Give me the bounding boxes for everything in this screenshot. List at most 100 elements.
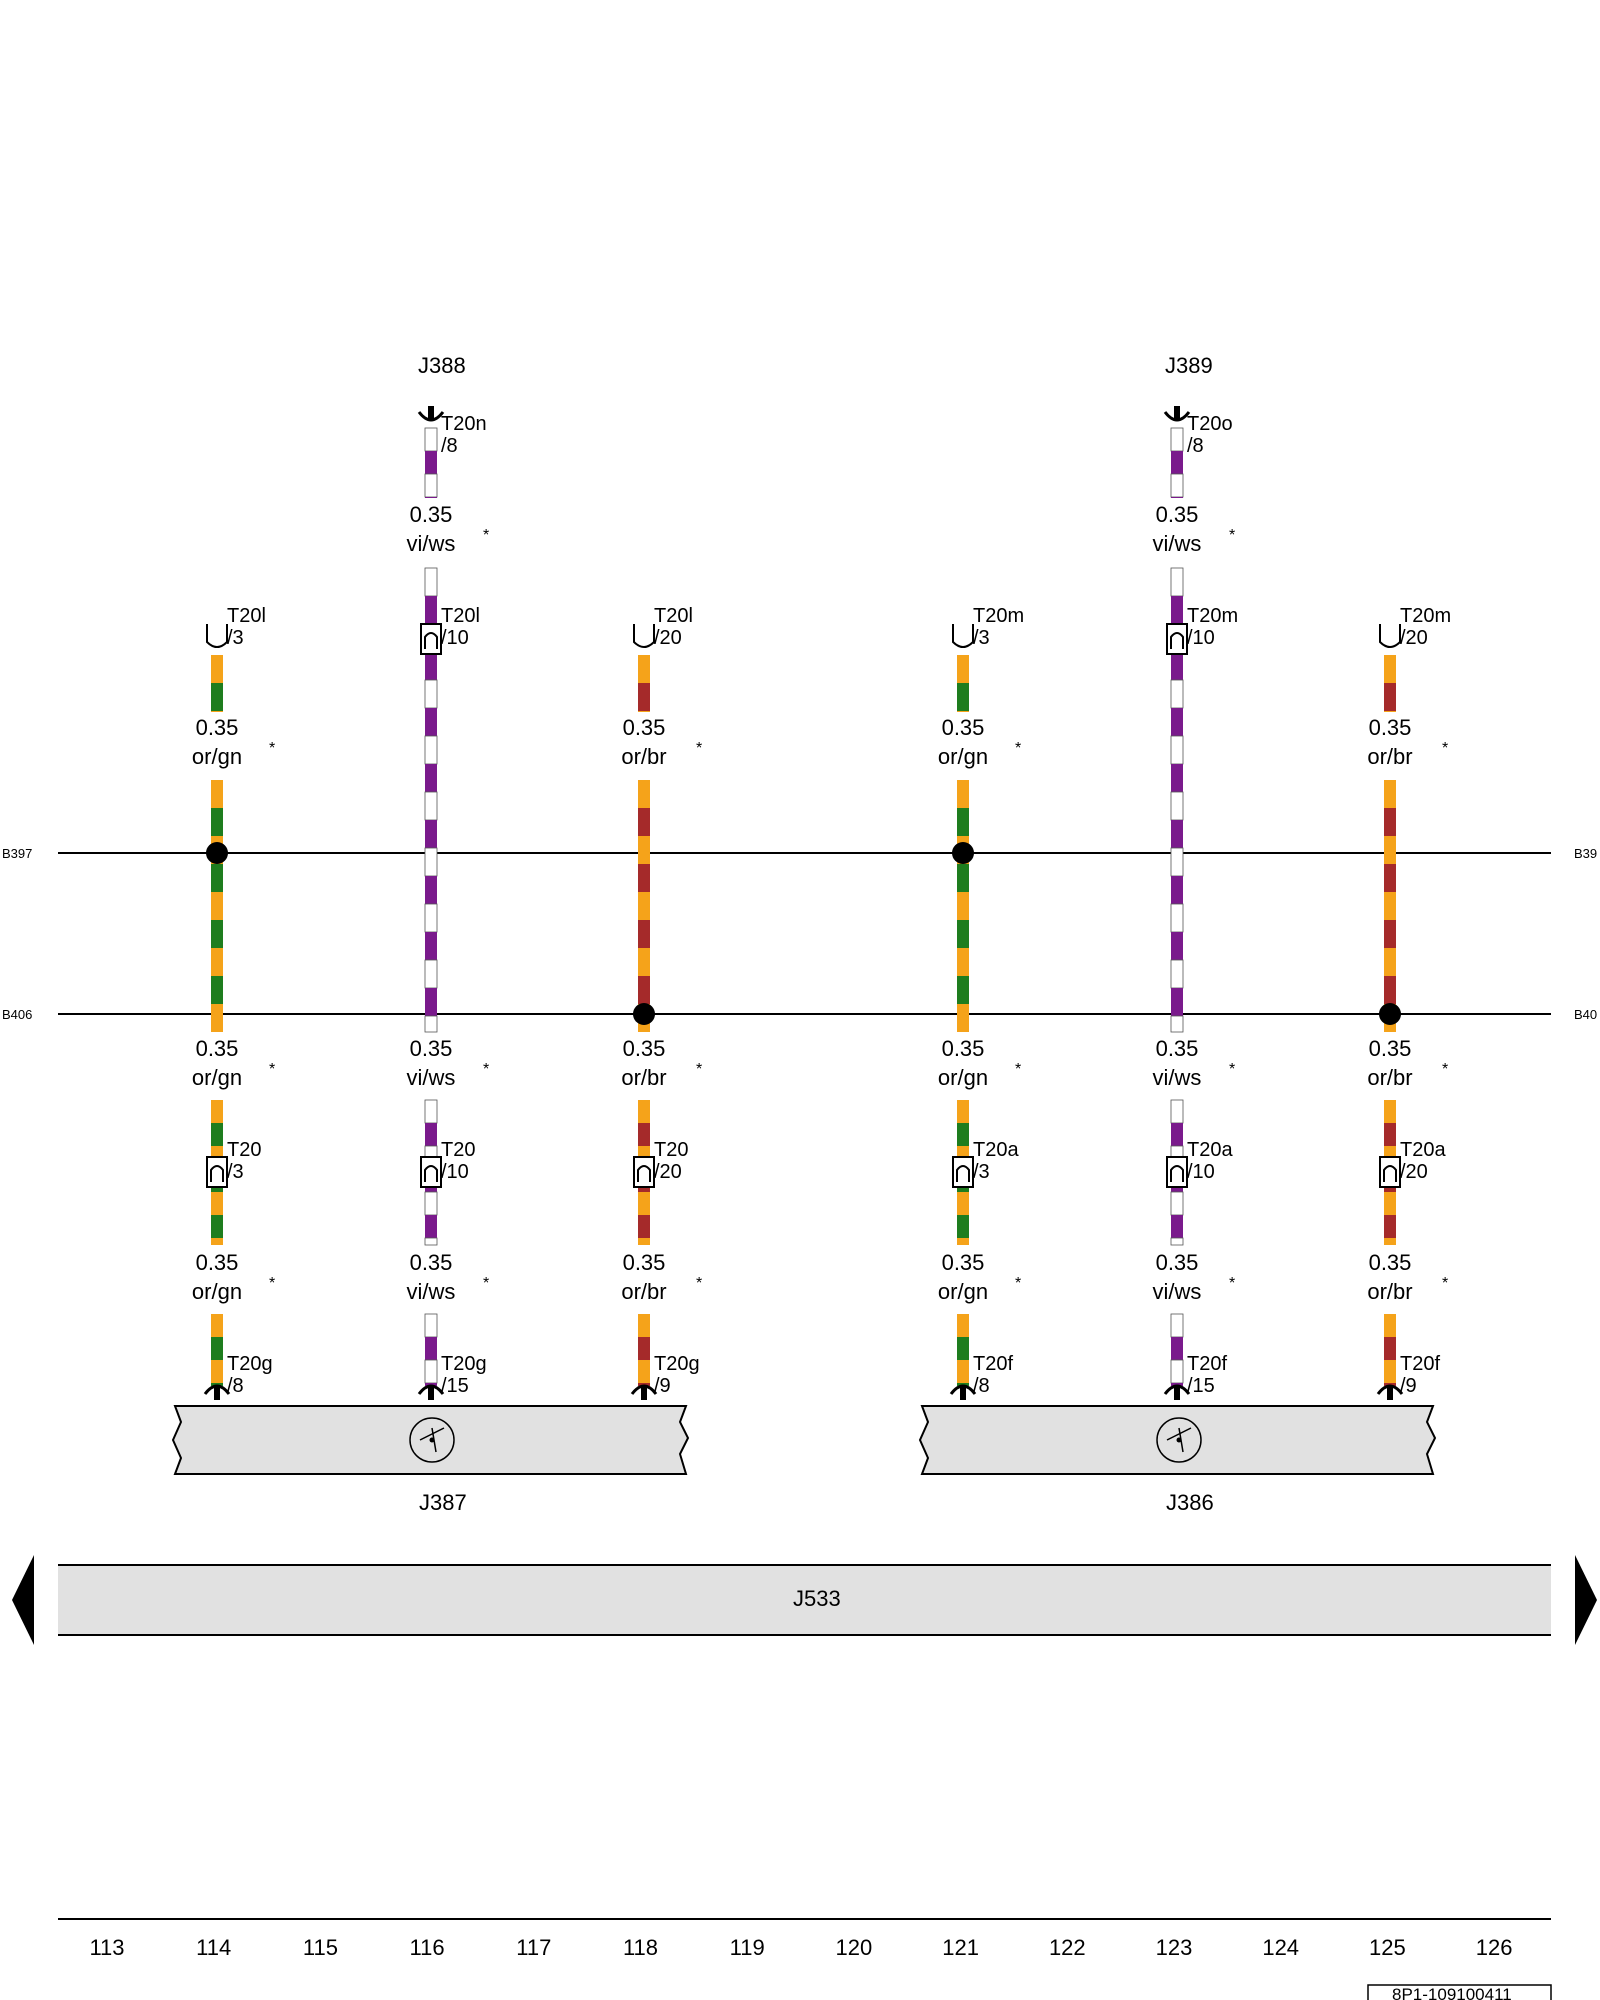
- connector-name: T20f: [1187, 1353, 1227, 1375]
- connector-pin: /15: [441, 1375, 469, 1397]
- connector-label: T20/20: [654, 1139, 688, 1183]
- asterisk-note: *: [1015, 1061, 1021, 1078]
- wire-gauge: 0.35: [1156, 502, 1199, 527]
- connector-name: T20m: [1187, 605, 1238, 627]
- connector-name: T20g: [654, 1353, 700, 1375]
- wire-stripe-main: [1170, 567, 1184, 1033]
- connector-label: T20o/8: [1187, 413, 1233, 457]
- connector-cup-icon: [1379, 624, 1401, 648]
- component-label-j388: J388: [418, 353, 466, 378]
- wire-color-code: or/br: [1367, 1279, 1412, 1304]
- wire-gauge: 0.35: [1369, 1036, 1412, 1061]
- ruler-number: 126: [1476, 1935, 1513, 1960]
- wire-color-code: or/gn: [938, 1065, 988, 1090]
- wire-gauge: 0.35: [410, 1036, 453, 1061]
- connector-pin: /3: [973, 627, 990, 649]
- antenna-symbol-icon: [1156, 1417, 1202, 1463]
- connector-name: T20a: [1187, 1139, 1233, 1161]
- connector-pin: /8: [973, 1375, 990, 1397]
- wire-gauge: 0.35: [623, 1036, 666, 1061]
- arrow-right-icon[interactable]: [1575, 1555, 1597, 1645]
- connector-pin: /20: [1400, 1161, 1428, 1183]
- connector-name: T20l: [654, 605, 693, 627]
- connector-pin: /3: [227, 1161, 244, 1183]
- wire-stripe-top: [957, 655, 969, 712]
- connector-pin: /20: [654, 1161, 682, 1183]
- wire-gauge: 0.35: [1369, 715, 1412, 740]
- ruler-number: 124: [1262, 1935, 1299, 1960]
- wire-stripe-top: [638, 655, 650, 712]
- connector-pin-icon: [206, 1156, 228, 1188]
- wire-stripe-bottom: [638, 1314, 650, 1386]
- asterisk-note: *: [269, 1275, 275, 1292]
- connector-label: T20l/3: [227, 605, 266, 649]
- connector-name: T20g: [227, 1353, 273, 1375]
- connector-label: T20f/9: [1400, 1353, 1440, 1397]
- connector-label: T20g/9: [654, 1353, 700, 1397]
- splice-point: [206, 842, 228, 864]
- connector-name: T20: [227, 1139, 261, 1161]
- bus-label-b406-right: B40: [1574, 1007, 1597, 1022]
- connector-pin-icon: [1166, 1156, 1188, 1188]
- wire-color-code: vi/ws: [407, 1065, 456, 1090]
- asterisk-note: *: [696, 1061, 702, 1078]
- plug-terminal-icon: [417, 406, 445, 422]
- asterisk-note: *: [483, 1061, 489, 1078]
- plug-terminal-icon: [1163, 1384, 1191, 1400]
- arrow-left-icon[interactable]: [12, 1555, 34, 1645]
- wire-gauge: 0.35: [623, 1250, 666, 1275]
- wire-color-code: vi/ws: [407, 1279, 456, 1304]
- connector-pin: /15: [1187, 1375, 1215, 1397]
- connector-pin: /10: [441, 1161, 469, 1183]
- wire-color-code: vi/ws: [1153, 1065, 1202, 1090]
- ruler-number: 113: [89, 1935, 124, 1960]
- wire-stripe-bottom: [1170, 1313, 1184, 1386]
- connector-label: T20a/20: [1400, 1139, 1446, 1183]
- ruler-number: 121: [942, 1935, 979, 1960]
- bus-label-b406-left: B406: [2, 1007, 32, 1022]
- component-label-j389: J389: [1165, 353, 1213, 378]
- connector-name: T20l: [227, 605, 266, 627]
- wire-stripe-top: [1384, 655, 1396, 712]
- wire-w121: T20m/30.35or/gn*0.35or/gn*T20a/30.35or/g…: [938, 605, 1024, 1400]
- wire-gauge: 0.35: [942, 1036, 985, 1061]
- bus-label-b397-right: B39: [1574, 846, 1597, 861]
- antenna-symbol-icon: [409, 1417, 455, 1463]
- document-id: 8P1-109100411: [1392, 1985, 1512, 2000]
- ruler-number: 122: [1049, 1935, 1086, 1960]
- wire-stripe-main: [957, 780, 969, 1032]
- bus-lines: B397 B39 B406 B40: [2, 846, 1597, 1022]
- module-j533: [58, 1564, 1551, 1636]
- connector-label: T20g/15: [441, 1353, 487, 1397]
- document-id-box: 8P1-109100411: [1367, 1984, 1552, 2000]
- connector-pin: /8: [441, 435, 458, 457]
- wire-stripe-main: [638, 780, 650, 1032]
- wire-color-code: vi/ws: [1153, 1279, 1202, 1304]
- wire-gauge: 0.35: [942, 1250, 985, 1275]
- ruler-number: 115: [303, 1935, 338, 1960]
- connector-name: T20l: [441, 605, 480, 627]
- wire-gauge: 0.35: [196, 1250, 239, 1275]
- connector-label: T20a/3: [973, 1139, 1019, 1183]
- ruler-number: 119: [730, 1935, 765, 1960]
- connector-pin: /9: [654, 1375, 671, 1397]
- asterisk-note: *: [1442, 740, 1448, 757]
- wire-color-code: vi/ws: [407, 531, 456, 556]
- wires: T20l/30.35or/gn*0.35or/gn*T20/30.35or/gn…: [192, 406, 1451, 1400]
